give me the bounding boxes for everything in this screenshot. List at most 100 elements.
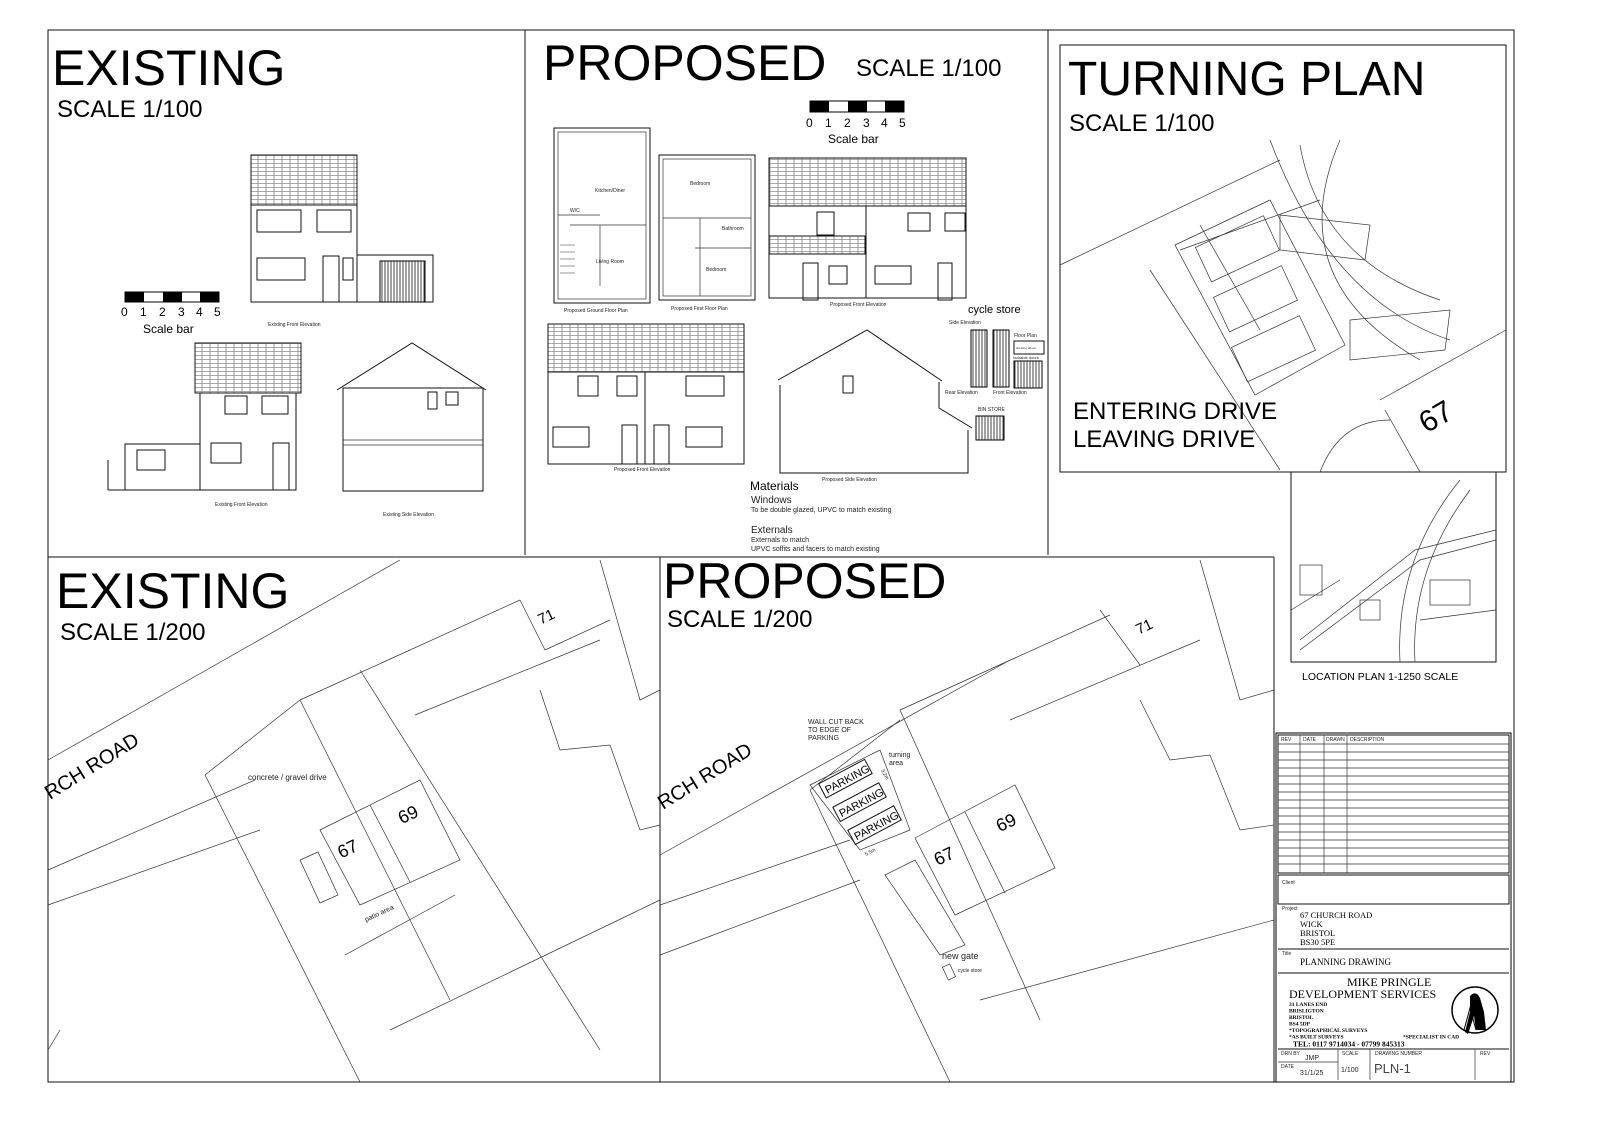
externals-text: Externals to match [751,537,809,544]
panel-scale: SCALE 1/100 [856,55,1001,82]
label: Side Elevation [949,320,981,326]
panel-title: EXISTING [52,40,285,96]
label: Front Elevation [993,390,1027,396]
title-label: Title [1282,951,1291,957]
windows-text: To be double glazed, UPVC to match exist… [751,507,892,514]
room-label: Bedroom [706,267,726,273]
drawing-label: Proposed Front Elevation [830,302,887,308]
project-address: 67 CHURCH ROAD WICK BRISTOL BS30 5PE [1300,910,1372,947]
house-number: 67 [334,836,361,863]
project-label: Project [1282,906,1298,912]
house-number: 71 [1133,616,1155,638]
panel-scale: SCALE 1/200 [60,619,205,646]
telephone: TEL: 0117 9714034 - 07799 845313 [1293,1040,1405,1049]
room-label: Bedroom [690,181,710,187]
tick: 3 [178,305,185,319]
label: Floor Plan [1014,333,1037,339]
patio-label: patio area [364,904,395,924]
scale-bar-label: Scale bar [143,322,194,336]
panel-scale: SCALE 1/100 [57,96,202,123]
label: shelving above [1016,346,1036,350]
existing-front-elevation-2: Existing Front Elevation [107,342,302,508]
entering-drive-label: ENTERING DRIVE [1073,398,1277,425]
dimension-label: 5.5m [864,847,877,858]
panel-title: PROPOSED [543,35,826,91]
drawn-by: JMP [1305,1055,1319,1062]
scale-bar: 0 1 2 3 4 5 Scale bar [806,100,906,146]
company-name: DEVELOPMENT SERVICES [1289,987,1436,1001]
wall-note: WALL CUT BACK [808,719,864,726]
road-name: RCH ROAD [654,739,756,814]
tick: 1 [140,305,147,319]
address-line: BRISTOL [1289,1015,1314,1021]
column-header: REV [1281,737,1292,743]
surveyor-logo-icon [1451,986,1499,1034]
tick: 0 [121,305,128,319]
cycle-store-drawings: cycle store Side Elevation Floor Plan sh… [945,304,1045,441]
turning-area-label: turning [889,752,911,759]
scale-bar-label: Scale bar [828,132,879,146]
drawing-label: Existing Side Elevation [383,512,434,518]
road-name: RCH ROAD [41,729,143,804]
drawing-title: PLANNING DRAWING [1300,957,1392,967]
panel-scale: SCALE 1/200 [667,606,812,633]
proposed-side-elevation: Proposed Side Elevation [777,329,973,483]
cycle-store-label: cycle store [958,968,982,974]
tick: 3 [863,116,870,130]
address-line: BS4 5DP [1289,1022,1311,1028]
wall-note: TO EDGE OF [808,727,851,734]
drawing-label: Proposed Side Elevation [822,477,877,483]
tick: 2 [159,305,166,319]
project-line: BS30 5PE [1300,937,1335,947]
cycle-store-title: cycle store [968,304,1021,316]
location-plan-label: LOCATION PLAN 1-1250 SCALE [1302,671,1458,683]
room-label: Bathroom [722,226,744,232]
label: Rear Elevation [945,390,978,396]
new-gate-label: new gate [942,951,979,961]
service-line: *TOPOGRAPHICAL SURVEYS [1289,1028,1367,1034]
materials-notes: Materials Windows To be double glazed, U… [750,479,892,553]
tick: 4 [196,305,203,319]
company-block: MIKE PRINGLE DEVELOPMENT SERVICES 31 LAN… [1289,975,1499,1049]
column-header: DRAWN [1326,737,1345,743]
address-line: 31 LANES END [1289,1002,1327,1008]
drawing-label: Proposed Ground Floor Plan [564,308,628,314]
client-label: Client [1282,880,1295,886]
house-number: 67 [1413,394,1458,439]
wall-note: PARKING [808,735,839,742]
drawing-label: Existing Front Elevation [268,322,321,328]
drawing-label: Proposed Front Elevation [614,467,671,473]
house-number: 69 [395,801,422,828]
drive-label: concrete / gravel drive [248,773,327,782]
drawing-number-label: DRAWING NUMBER [1375,1051,1422,1057]
tick: 2 [844,116,851,130]
tick: 0 [806,116,813,130]
drn-by-label: DRN BY [1281,1051,1301,1057]
rev-label: REV [1480,1051,1491,1057]
proposed-first-floor-plan: Bedroom Bathroom Bedroom Proposed First … [658,154,756,312]
existing-side-elevation: Existing Side Elevation [336,342,487,518]
project-line: 67 CHURCH ROAD [1300,910,1372,920]
location-plan: LOCATION PLAN 1-1250 SCALE [1290,471,1497,683]
materials-heading: Materials [750,479,799,493]
proposed-front-elevation-upper: Proposed Front Elevation [768,157,967,308]
sheet-frames [47,29,1515,1083]
panel-scale: SCALE 1/100 [1069,110,1214,137]
existing-site-plan: EXISTING SCALE 1/200 RCH ROAD concrete /… [41,559,661,1083]
proposed-front-elevation-lower: Proposed Front Elevation [547,323,745,473]
column-header: DESCRIPTION [1350,737,1385,743]
turning-plan-panel: TURNING PLAN SCALE 1/100 ENTERING DRIVE … [1059,44,1507,473]
room-label: Kitchen/Diner [595,188,625,194]
drawing-label: Proposed First Floor Plan [671,306,728,312]
dimension-label: 3.2m [879,768,890,781]
title-block: REV DATE DRAWN DESCRIPTION Client Projec… [1275,732,1512,1083]
project-line: WICK [1300,919,1324,929]
existing-elevations-panel: EXISTING SCALE 1/100 0 1 2 3 4 5 Scale b… [52,40,487,518]
house-number: 67 [931,843,958,870]
service-line: *SPECIALIST IN CAD [1403,1035,1459,1041]
room-label: Living Room [596,259,624,265]
turning-area-label: area [889,760,903,767]
tick: 1 [825,116,832,130]
address-line: BRISLIGTON [1289,1009,1324,1015]
